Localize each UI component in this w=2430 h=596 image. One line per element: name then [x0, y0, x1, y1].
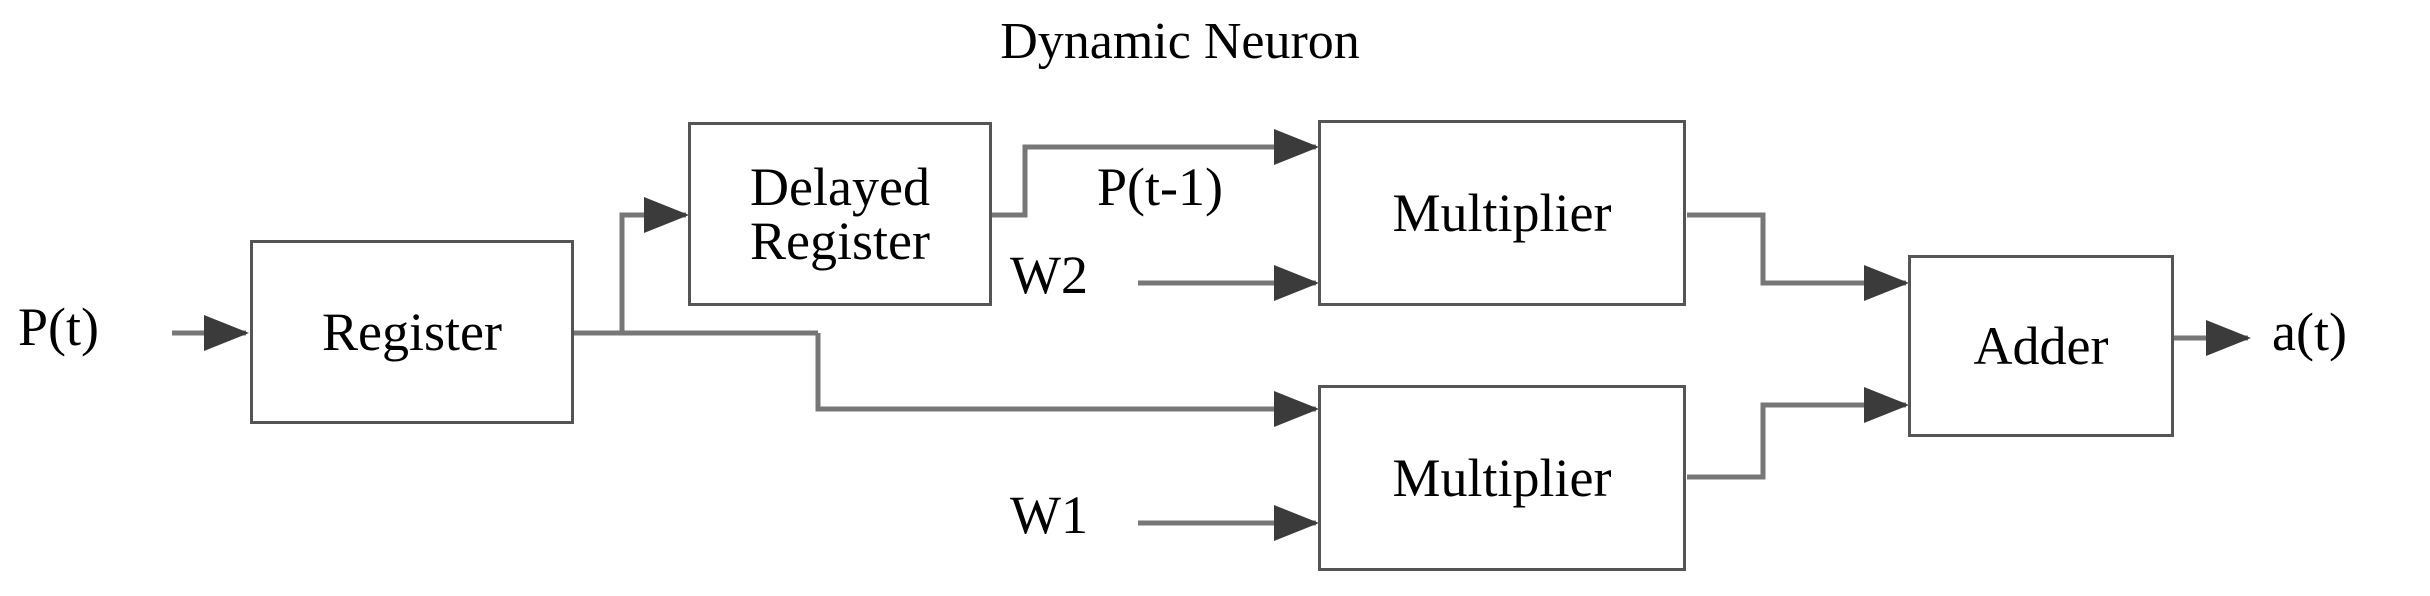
signal-label-weight-2: W2 — [1010, 245, 1088, 305]
signal-label-output: a(t) — [2272, 302, 2347, 362]
signal-label-delayed-output: P(t-1) — [1097, 157, 1223, 217]
block-multiplier-bottom-label: Multiplier — [1392, 448, 1612, 508]
wire-multiplier-bottom-to-adder — [1687, 387, 1910, 480]
block-adder-label: Adder — [1973, 316, 2109, 376]
block-delayed-register-label: Delayed Register — [750, 157, 930, 271]
block-delayed-register[interactable]: Delayed Register — [688, 122, 992, 306]
block-multiplier-top[interactable]: Multiplier — [1318, 120, 1686, 306]
wire-register-to-delayed-register — [619, 197, 690, 333]
block-register-label: Register — [322, 302, 502, 362]
block-multiplier-top-label: Multiplier — [1392, 183, 1612, 243]
block-register[interactable]: Register — [250, 240, 574, 424]
signal-label-input: P(t) — [18, 297, 99, 357]
block-adder[interactable]: Adder — [1908, 255, 2174, 437]
wire-register-to-multiplier-bottom — [815, 333, 1320, 427]
diagram-title: Dynamic Neuron — [1000, 13, 1360, 70]
wire-multiplier-top-to-adder — [1687, 212, 1910, 301]
block-multiplier-bottom[interactable]: Multiplier — [1318, 385, 1686, 571]
signal-label-weight-1: W1 — [1010, 485, 1088, 545]
